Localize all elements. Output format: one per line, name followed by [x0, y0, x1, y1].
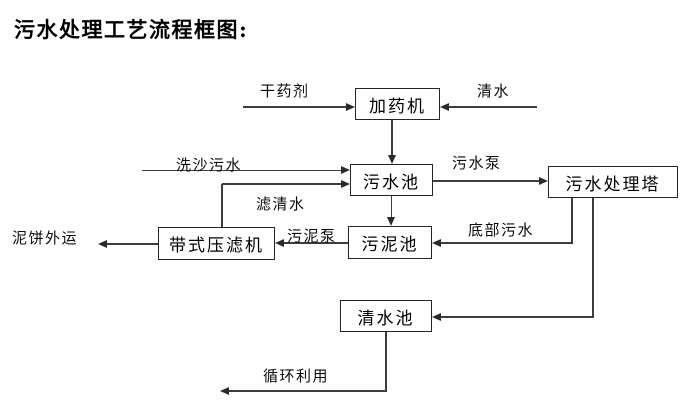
edge-recycle-vline: [385, 332, 387, 392]
node-treatment-tower: 污水处理塔: [548, 166, 678, 198]
node-sludge-pool: 污泥池: [348, 226, 432, 259]
label-dry-agent: 干药剂: [260, 82, 310, 100]
node-clear-water-pool: 清水池: [340, 300, 432, 332]
edge-clear-water-line: [449, 106, 537, 108]
arrowhead-left-icon: [432, 312, 441, 321]
node-dosing-machine: 加药机: [355, 88, 440, 120]
arrowhead-left-icon: [98, 239, 107, 248]
node-sewage-pool: 污水池: [350, 164, 433, 196]
diagram-title: 污水处理工艺流程框图:: [14, 17, 249, 42]
label-sludge-pump: 污泥泵: [287, 227, 337, 245]
edge-recycle-hline: [229, 390, 387, 392]
edge-bottom-sewage-hline: [441, 242, 573, 244]
label-recycle-use: 循环利用: [263, 367, 330, 385]
arrowhead-right-icon: [341, 165, 350, 174]
edge-bottom-sewage-vline: [571, 198, 573, 244]
arrowhead-down-icon: [386, 217, 395, 226]
edge-filtered-water-hline: [222, 183, 341, 185]
node-belt-filter-press: 带式压滤机: [158, 227, 275, 260]
arrowhead-right-icon: [539, 176, 548, 185]
edge-sand-wash-line: [142, 169, 341, 171]
edge-sewage-pump-line: [433, 180, 539, 182]
arrowhead-down-icon: [387, 155, 396, 164]
edge-sewage-to-sludge-line: [390, 196, 392, 217]
edge-dry-agent-line: [243, 106, 346, 108]
edge-tower-to-clear-hline: [441, 316, 594, 318]
arrowhead-left-icon: [432, 238, 441, 247]
label-mud-cake-out: 泥饼外运: [12, 229, 79, 247]
label-clear-water: 清水: [477, 82, 511, 100]
arrowhead-right-icon: [341, 179, 350, 188]
edge-filtered-water-vline: [221, 184, 223, 227]
label-filtered-water: 滤清水: [256, 195, 306, 213]
edge-mud-cake-line: [107, 243, 158, 245]
arrowhead-left-icon: [220, 386, 229, 395]
edge-sludge-pump-line: [284, 242, 348, 244]
label-sand-washing-sewage: 洗沙污水: [176, 156, 243, 174]
arrowhead-left-icon: [440, 102, 449, 111]
edge-tower-to-clear-vline: [592, 198, 594, 318]
arrowhead-left-icon: [275, 238, 284, 247]
edge-dosing-to-sewage-line: [391, 120, 393, 155]
label-sewage-pump: 污水泵: [452, 154, 502, 172]
arrowhead-right-icon: [346, 102, 355, 111]
label-bottom-sewage: 底部污水: [468, 221, 535, 239]
